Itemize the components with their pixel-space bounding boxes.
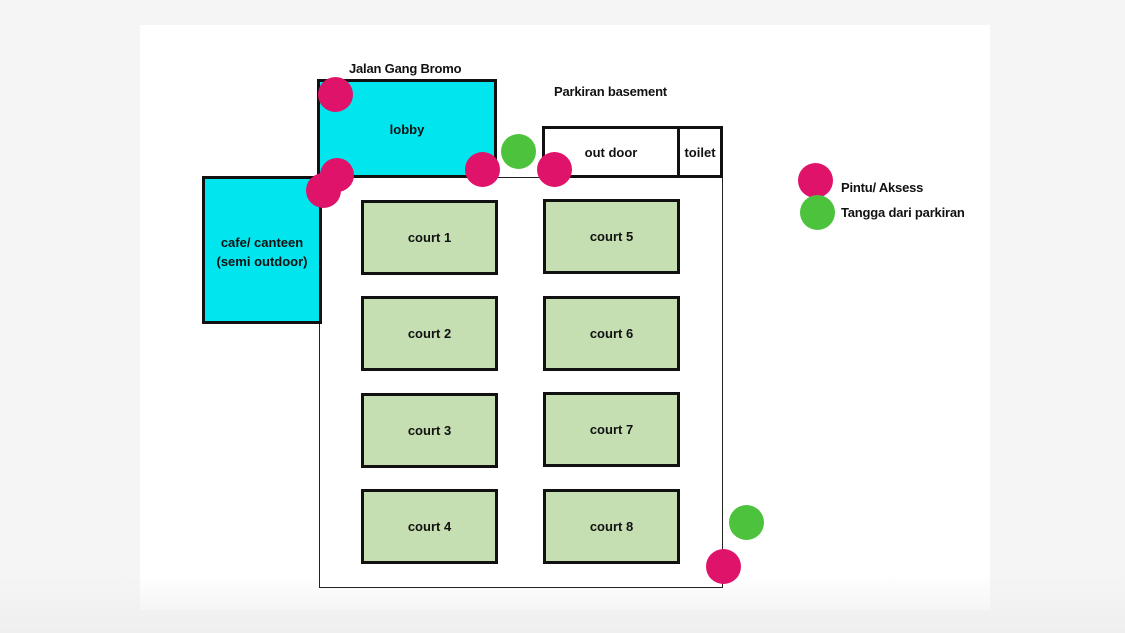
access-door-marker (465, 152, 500, 187)
court-label: court 3 (407, 423, 452, 438)
access-door-marker (537, 152, 572, 187)
legend-stairs-icon (800, 195, 835, 230)
outdoor-room: out door (542, 126, 680, 178)
access-door-marker (318, 77, 353, 112)
court-label: court 2 (407, 326, 452, 341)
cafe-canteen-room: cafe/ canteen (semi outdoor) (202, 176, 322, 324)
stairs-marker (729, 505, 764, 540)
court-label: court 7 (589, 422, 634, 437)
street-label: Jalan Gang Bromo (349, 61, 462, 76)
outdoor-label: out door (584, 145, 638, 160)
stairs-marker (501, 134, 536, 169)
toilet-room: toilet (677, 126, 723, 178)
court-label: court 8 (589, 519, 634, 534)
legend-access-label: Pintu/ Aksess (841, 180, 924, 195)
court-label: court 4 (407, 519, 452, 534)
access-door-marker (706, 549, 741, 584)
access-door-marker (306, 173, 341, 208)
cafe-label-line1: cafe/ canteen (220, 235, 304, 250)
toilet-label: toilet (684, 145, 716, 160)
cafe-canteen-label: cafe/ canteen (semi outdoor) (205, 233, 319, 271)
legend-stairs-label: Tangga dari parkiran (841, 205, 965, 220)
court-label: court 6 (589, 326, 634, 341)
court-6: court 6 (543, 296, 680, 371)
legend-access-icon (798, 163, 833, 198)
court-7: court 7 (543, 392, 680, 467)
court-label: court 1 (407, 230, 452, 245)
court-3: court 3 (361, 393, 498, 468)
court-label: court 5 (589, 229, 634, 244)
court-2: court 2 (361, 296, 498, 371)
parking-label: Parkiran basement (554, 84, 667, 99)
court-1: court 1 (361, 200, 498, 275)
court-5: court 5 (543, 199, 680, 274)
lobby-label: lobby (389, 122, 425, 137)
court-4: court 4 (361, 489, 498, 564)
cafe-label-line2: (semi outdoor) (216, 254, 308, 269)
court-8: court 8 (543, 489, 680, 564)
